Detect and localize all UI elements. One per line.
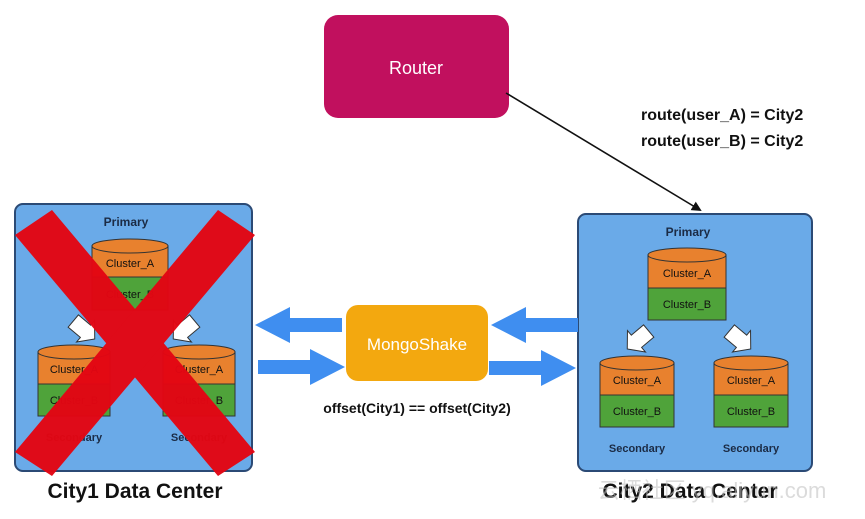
city2-secondary-2-label: Secondary xyxy=(723,443,780,455)
city2-datacenter: Primary Cluster_A Cluster_B Cluster_A Cl… xyxy=(577,213,813,472)
mongoshake-to-city2-arrow xyxy=(489,350,576,386)
city1-title: City1 Data Center xyxy=(47,480,222,503)
router-label: Router xyxy=(389,58,443,78)
route-user-b-text: route(user_B) = City2 xyxy=(641,133,803,150)
watermark-text: 云栖社区 yq.aliyun.com xyxy=(598,478,827,503)
city2-to-mongoshake-arrow xyxy=(491,307,578,343)
city2-replicate-right-arrow xyxy=(723,324,752,353)
city2-secondary-2-cluster-a: Cluster_A xyxy=(727,375,776,387)
city2-secondary-2-cluster-b: Cluster_B xyxy=(727,406,775,418)
router-to-city2-connector xyxy=(505,92,702,212)
city2-secondary-1-cluster-b: Cluster_B xyxy=(613,406,661,418)
router-node: Router xyxy=(324,15,509,118)
city2-secondary-1-cluster-a: Cluster_A xyxy=(613,375,662,387)
city1-to-mongoshake-arrow xyxy=(258,349,345,385)
city2-primary-cluster-b: Cluster_B xyxy=(663,299,711,311)
city2-primary-cluster-a: Cluster_A xyxy=(663,268,712,280)
city1-primary-cluster-a: Cluster_A xyxy=(106,258,155,270)
mongoshake-to-city1-arrow xyxy=(255,307,342,343)
city2-primary-label: Primary xyxy=(666,225,711,239)
city2-secondary-2-cylinder: Cluster_A Cluster_B Secondary xyxy=(713,355,789,455)
city2-secondary-1-label: Secondary xyxy=(609,443,666,455)
city2-secondary-1-cylinder: Cluster_A Cluster_B Secondary xyxy=(599,355,675,455)
failure-cross-mark xyxy=(15,210,255,476)
city2-replicate-left-arrow xyxy=(626,324,655,353)
city2-title: City2 Data Center xyxy=(602,480,777,503)
mongoshake-node: MongoShake xyxy=(346,305,488,381)
offset-equation-text: offset(City1) == offset(City2) xyxy=(323,400,510,416)
city1-primary-label: Primary xyxy=(104,215,149,229)
city1-datacenter: Primary Cluster_A Cluster_B Cluster_A Cl… xyxy=(14,203,255,476)
mongoshake-label: MongoShake xyxy=(367,335,467,354)
city2-primary-cylinder: Cluster_A Cluster_B xyxy=(647,247,727,321)
route-user-a-text: route(user_A) = City2 xyxy=(641,107,803,124)
